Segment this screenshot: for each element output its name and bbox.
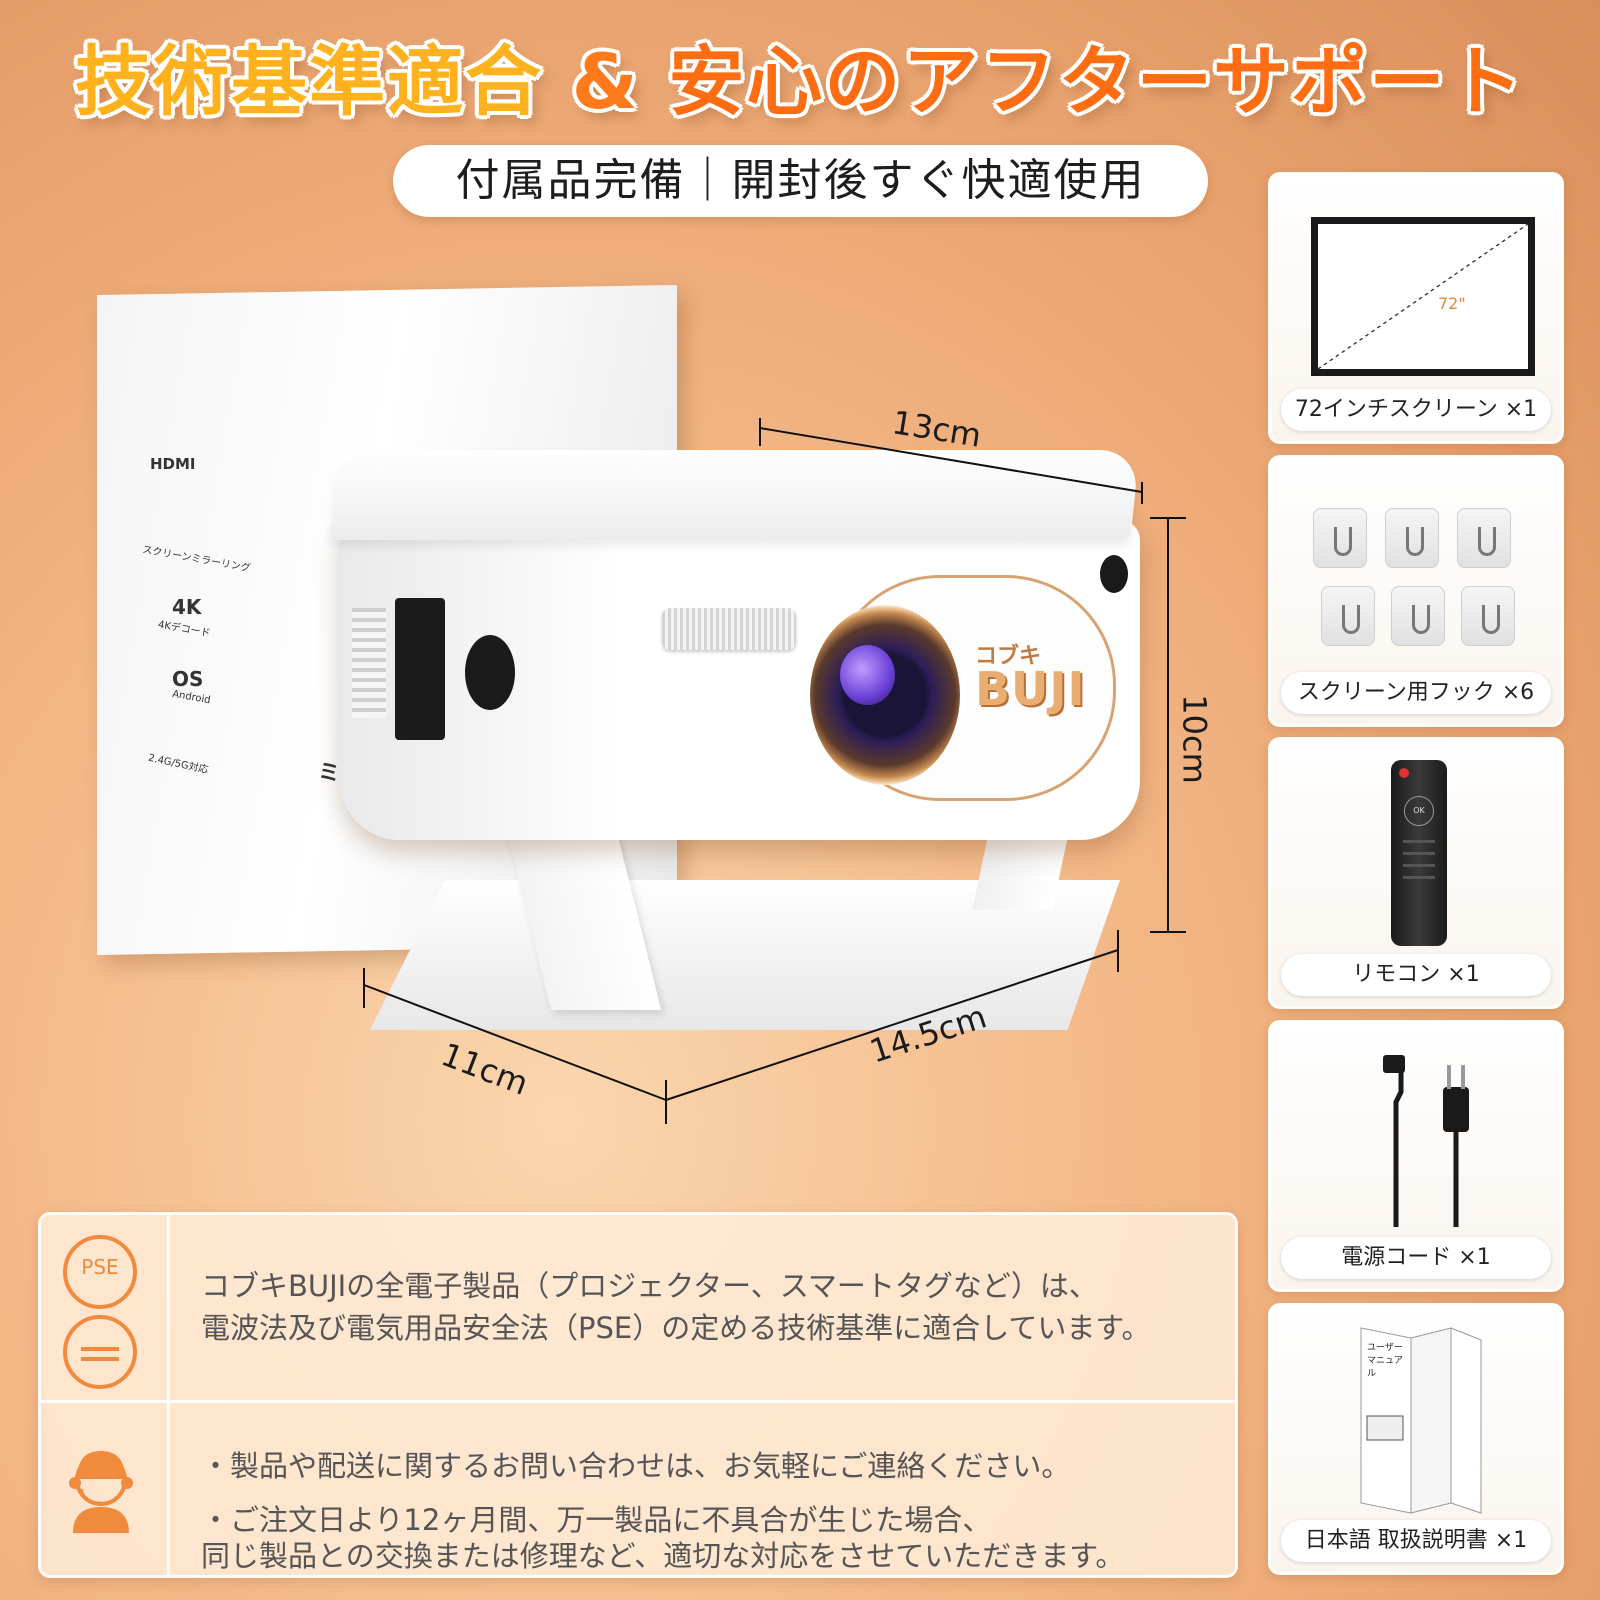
projector-focus-ring — [662, 608, 796, 650]
support-line-2: ・ご注文日より12ヶ月間、万一製品に不具合が生じた場合、 — [201, 1503, 992, 1537]
pse-circle-line-icon — [81, 1347, 119, 1351]
dimension-height: 10cm — [1175, 694, 1214, 784]
screen-size-label: 72" — [1438, 294, 1466, 313]
accessory-label: 電源コード ×1 — [1281, 1237, 1551, 1279]
power-cord-icon — [1383, 1055, 1469, 1227]
accessory-screen: 72" 72インチスクリーン ×1 — [1268, 172, 1564, 444]
projector-vents — [352, 608, 386, 718]
box-label-4k: 4K — [172, 595, 202, 619]
box-label-hdmi: HDMI — [150, 455, 196, 473]
pse-circle-icon — [63, 1315, 137, 1389]
accessory-hooks: スクリーン用フック ×6 — [1268, 455, 1564, 727]
title-amp: & — [571, 37, 640, 126]
accessory-remote: OK リモコン ×1 — [1268, 737, 1564, 1009]
hook-icon — [1457, 508, 1511, 568]
hook-icon — [1461, 586, 1515, 646]
accessory-power-cord: 電源コード ×1 — [1268, 1020, 1564, 1292]
hook-icon — [1391, 586, 1445, 646]
hook-icon — [1385, 508, 1439, 568]
hook-icon — [1321, 586, 1375, 646]
remote-icon: OK — [1391, 760, 1447, 946]
brand-small: コブキ — [975, 644, 1042, 669]
projector-power-port — [395, 598, 445, 740]
pse-icon: PSE — [63, 1235, 137, 1309]
title-left: 技術基準適合 — [75, 37, 544, 126]
accessory-label: スクリーン用フック ×6 — [1281, 672, 1551, 714]
power-icon — [1399, 768, 1409, 778]
support-info-panel: PSE コブキBUJIの全電子製品（プロジェクター、スマートタグなど）は、 電波… — [38, 1212, 1238, 1578]
info-divider-horizontal — [41, 1400, 1235, 1403]
pse-circle-line-icon — [81, 1357, 119, 1361]
support-line-1: ・製品や配送に関するお問い合わせは、お気軽にご連絡ください。 — [201, 1449, 1071, 1483]
projector-sensor — [1100, 555, 1128, 593]
box-label-os: OS — [172, 667, 204, 691]
title-right: 安心のアフターサポート — [668, 37, 1525, 126]
support-line-3: 同じ製品との交換または修理など、適切な対応をさせていただきます。 — [201, 1539, 1125, 1573]
accessory-label: リモコン ×1 — [1281, 954, 1551, 996]
accessory-manual: ユーザーマニュアル 日本語 取扱説明書 ×1 — [1268, 1303, 1564, 1575]
brand-logo: BUJI — [975, 662, 1086, 716]
compliance-line-2: 電波法及び電気用品安全法（PSE）の定める技術基準に適合しています。 — [201, 1311, 1151, 1345]
projector-knob — [465, 635, 515, 710]
accessory-label: 日本語 取扱説明書 ×1 — [1281, 1520, 1551, 1562]
pse-icon-label: PSE — [81, 1255, 119, 1279]
ok-button-icon: OK — [1404, 796, 1434, 826]
accessory-label: 72インチスクリーン ×1 — [1281, 389, 1551, 431]
compliance-line-1: コブキBUJIの全電子製品（プロジェクター、スマートタグなど）は、 — [201, 1269, 1098, 1303]
manual-icon — [1360, 1327, 1482, 1514]
manual-title: ユーザーマニュアル — [1367, 1343, 1403, 1379]
hook-icon — [1313, 508, 1367, 568]
screen-icon: 72" — [1311, 217, 1535, 376]
info-divider-vertical — [167, 1215, 170, 1575]
projector-lens-glow — [840, 645, 895, 705]
remote-buttons-icon — [1403, 840, 1435, 880]
page-title: 技術基準適合 & 安心のアフターサポート — [0, 20, 1600, 130]
support-agent-icon — [69, 1451, 133, 1533]
subtitle-pill: 付属品完備｜開封後すぐ快適使用 — [393, 145, 1208, 217]
